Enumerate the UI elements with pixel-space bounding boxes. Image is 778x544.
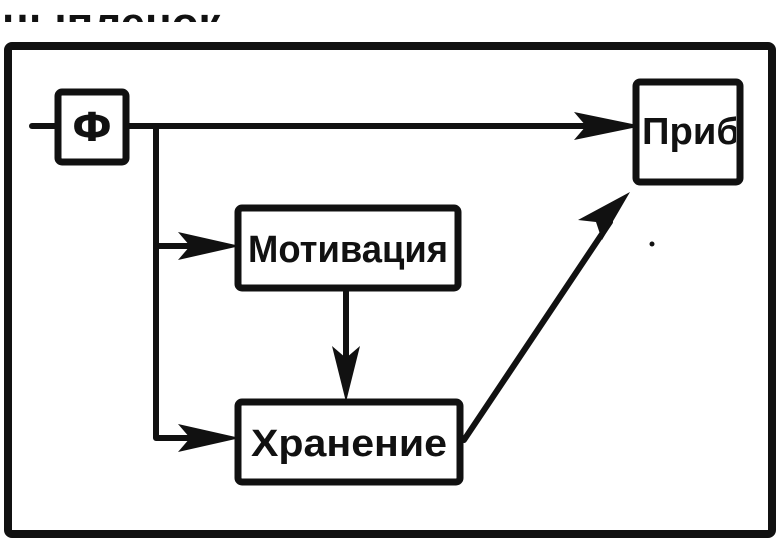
device-node [632, 78, 744, 186]
filter-label: Ф [72, 105, 112, 151]
diagram-title: цыпленок [2, 0, 221, 48]
arrow-to-device [574, 112, 642, 140]
storage-to-device-line [461, 219, 613, 443]
motivation-label: Мотивация [248, 229, 448, 271]
arrow-to-motivation [178, 232, 240, 260]
device-label: Приб [642, 111, 740, 153]
storage-node [234, 398, 464, 486]
arrow-storage-to-device [578, 192, 630, 240]
storage-label: Хранение [251, 423, 447, 465]
stray-dot [649, 241, 655, 247]
arrow-motivation-to-storage [332, 346, 360, 402]
arrow-to-storage [178, 424, 240, 452]
motivation-node [234, 204, 462, 292]
filter-node [54, 88, 130, 166]
branch-line [153, 123, 209, 441]
outer-frame [4, 42, 776, 538]
